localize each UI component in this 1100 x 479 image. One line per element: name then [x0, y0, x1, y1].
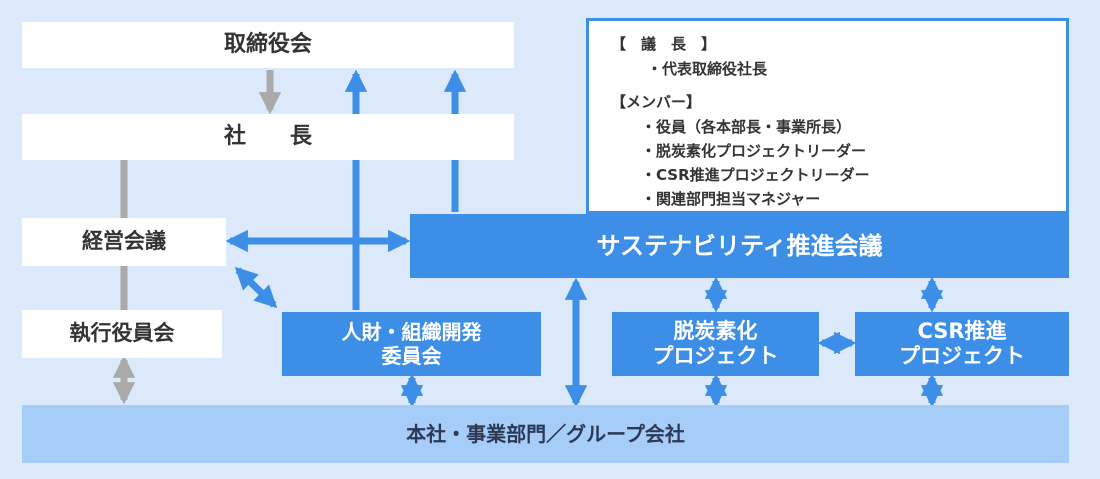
council-members-panel: 【 議 長 】 ・代表取締役社長 【メンバー】 ・役員（各本部長・事業所長） ・… [586, 18, 1069, 214]
group-companies-band: 本社・事業部門／グループ会社 [22, 405, 1069, 463]
sustainability-council-box: サステナビリティ推進会議 [410, 214, 1069, 278]
chair-name: ・代表取締役社長 [647, 60, 768, 78]
member-item: ・関連部門担当マネジャー [641, 190, 821, 208]
management-council-box: 経営会議 [22, 218, 226, 266]
csr-project-box: CSR推進 プロジェクト [855, 312, 1069, 376]
members-heading: 【メンバー】 [611, 93, 702, 111]
member-item: ・役員（各本部長・事業所長） [641, 118, 852, 136]
board-of-directors-box: 取締役会 [22, 22, 514, 68]
arrow-management-hr [234, 266, 278, 309]
decarbonization-project-box: 脱炭素化 プロジェクト [612, 312, 819, 376]
chair-heading: 【 議 長 】 [611, 35, 717, 53]
hr-committee-box: 人財・組織開発 委員会 [282, 312, 541, 376]
executive-officers-box: 執行役員会 [22, 310, 222, 358]
member-item: ・CSR推進プロジェクトリーダー [641, 166, 870, 184]
president-box: 社 長 [22, 114, 514, 160]
member-item: ・脱炭素化プロジェクトリーダー [641, 142, 867, 160]
